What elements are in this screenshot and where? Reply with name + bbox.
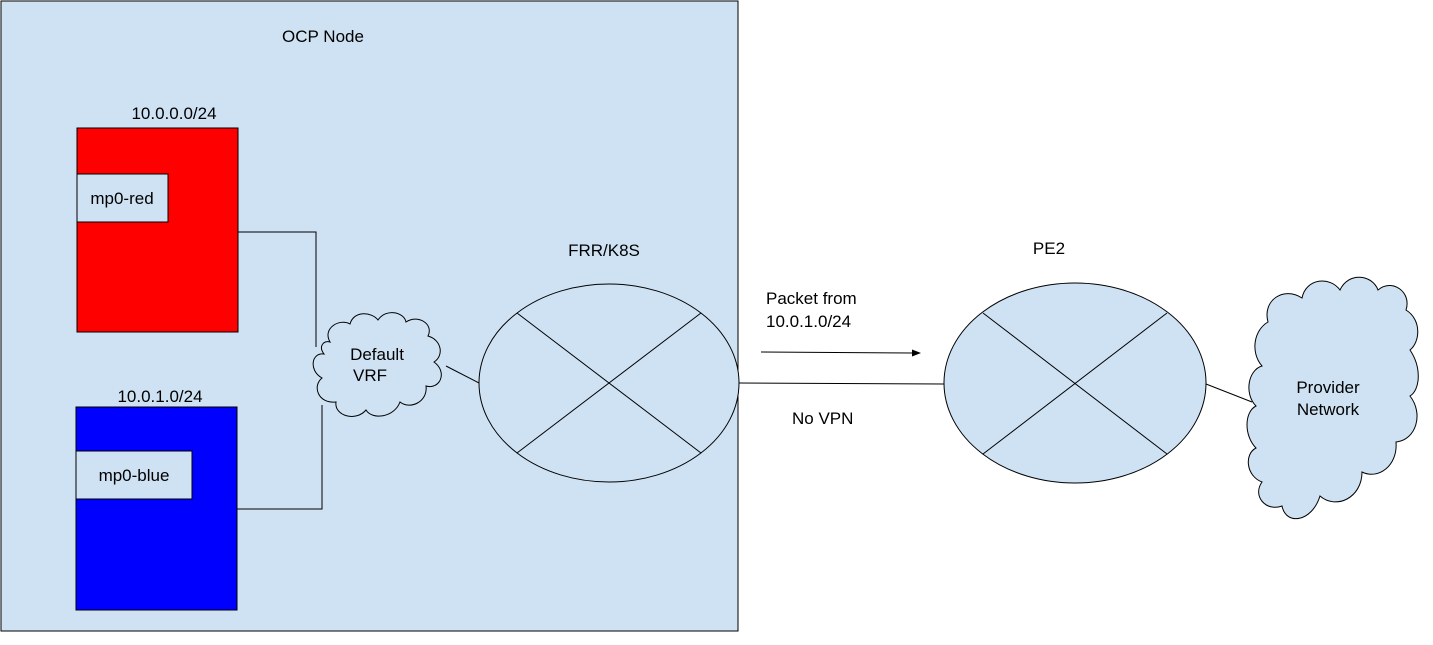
red-vrf-box — [76, 127, 239, 333]
pe2-label: PE2 — [1033, 239, 1065, 258]
packet-direction-arrow-shaft — [760, 351, 914, 354]
no-vpn-label: No VPN — [792, 409, 853, 428]
blue-subnet-label: 10.0.1.0/24 — [117, 387, 202, 406]
mp0-blue-interface — [75, 450, 193, 500]
default-vrf-label-line1: Default — [350, 345, 404, 364]
frr-to-pe2-link — [738, 382, 945, 385]
mp0-red-interface — [76, 173, 169, 223]
packet-label-line1: Packet from — [766, 289, 857, 308]
packet-direction-arrowhead — [912, 349, 921, 357]
provider-network-label-line1: Provider — [1296, 378, 1360, 397]
frr-k8s-label: FRR/K8S — [568, 241, 640, 260]
default-vrf-label-line2: VRF — [353, 366, 387, 385]
provider-network-cloud — [1246, 276, 1419, 520]
red-subnet-label: 10.0.0.0/24 — [131, 104, 216, 123]
mp0-blue-label: mp0-blue — [99, 466, 170, 485]
pe2-router-cross-b — [982, 312, 1168, 455]
red-to-default-connector — [238, 231, 317, 347]
default-vrf-cloud — [312, 312, 442, 417]
packet-label-line2: 10.0.1.0/24 — [766, 312, 851, 331]
pe2-to-provider-connector — [1205, 383, 1253, 403]
ocp-node-title: OCP Node — [282, 27, 364, 46]
provider-network-label-line2: Network — [1297, 400, 1360, 419]
blue-to-default-connector — [237, 405, 323, 510]
default-to-frr-connector — [445, 365, 482, 385]
frr-router-cross-b — [516, 312, 702, 454]
mp0-red-label: mp0-red — [90, 189, 153, 208]
blue-vrf-box — [75, 406, 238, 611]
